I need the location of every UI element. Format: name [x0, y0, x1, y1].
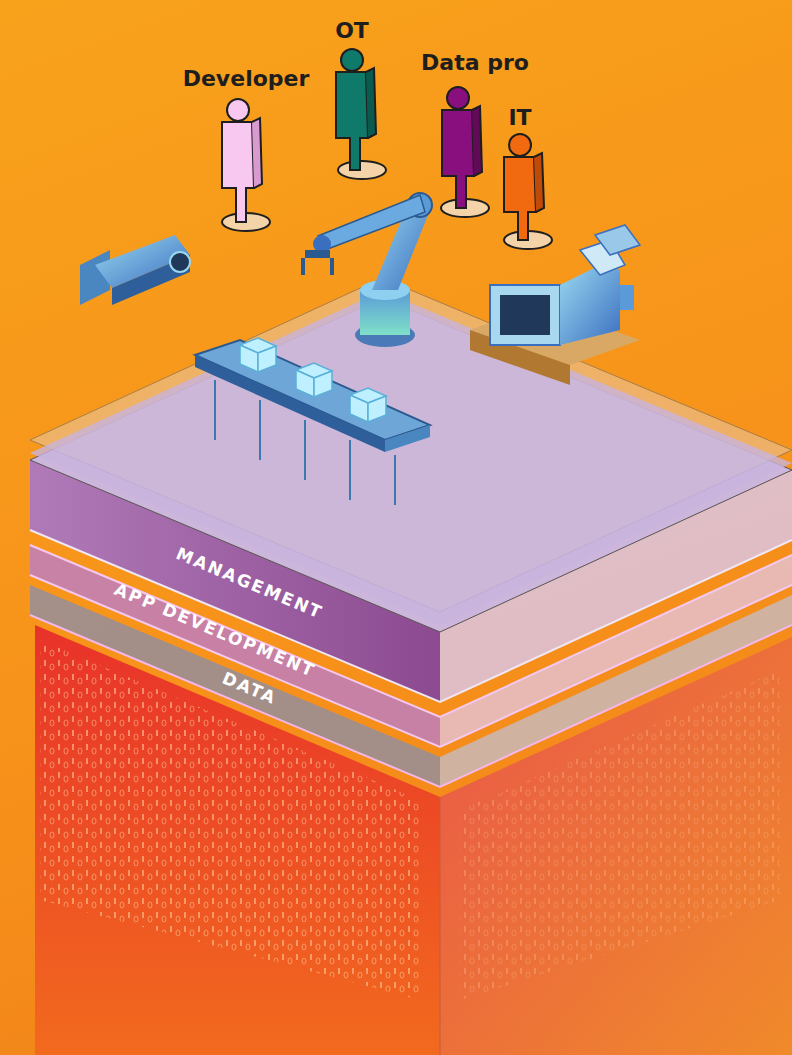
role-label: Data pro [421, 50, 529, 75]
role-label: IT [508, 105, 531, 130]
role-label: Developer [183, 66, 310, 91]
role-label: OT [335, 18, 369, 43]
